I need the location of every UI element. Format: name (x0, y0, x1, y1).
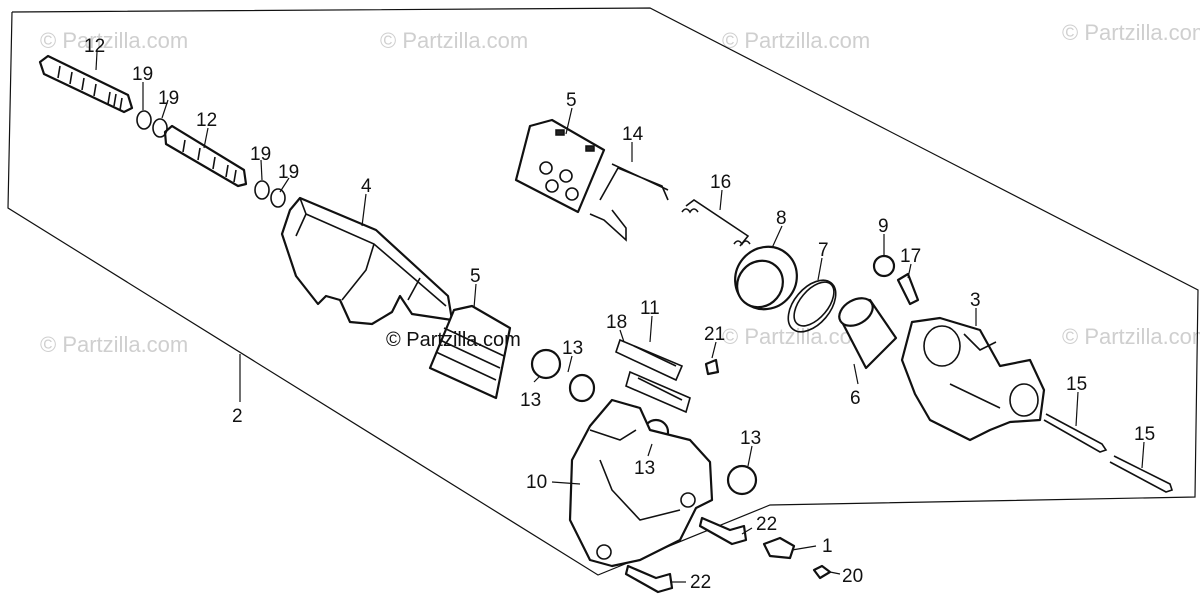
watermark-1: © Partzilla.com (40, 28, 188, 53)
label-19-c: 19 (250, 144, 271, 165)
shims-18-11 (615, 338, 691, 414)
watermark-5: © Partzilla.com (40, 332, 188, 357)
label-15-a: 15 (1066, 374, 1087, 395)
pad-5-lower (428, 304, 512, 400)
label-12-lower: 12 (196, 110, 217, 131)
watermark-7: © Partzilla.com (1062, 324, 1200, 349)
piston-6 (838, 297, 898, 370)
assembly-outline (7, 7, 1199, 576)
part-labels: 12 19 19 12 19 19 4 5 14 16 8 7 9 17 3 1… (84, 36, 1155, 593)
leader-lines (95, 51, 1145, 583)
screw-20 (812, 564, 832, 580)
o-rings-19 (136, 110, 286, 208)
label-21: 21 (704, 324, 725, 345)
label-4: 4 (361, 176, 372, 197)
watermark-3: © Partzilla.com (722, 28, 870, 53)
label-13-b: 13 (520, 390, 541, 411)
label-11: 11 (640, 298, 660, 319)
label-15-b: 15 (1134, 424, 1155, 445)
label-8: 8 (776, 208, 787, 229)
label-2: 2 (232, 406, 243, 427)
bracket-10 (568, 398, 714, 568)
pad-cover-4 (280, 196, 454, 326)
label-22-a: 22 (756, 514, 777, 535)
label-7: 7 (818, 240, 829, 261)
pad-spring-14 (589, 163, 669, 242)
watermark-2: © Partzilla.com (380, 28, 528, 53)
label-9: 9 (878, 216, 889, 237)
pins-15 (1043, 413, 1174, 493)
caliper-body-3 (900, 316, 1046, 442)
pin-21 (704, 358, 720, 376)
bolts-22 (624, 516, 748, 594)
label-6: 6 (850, 388, 861, 409)
label-1: 1 (822, 536, 833, 557)
pin-12-upper (38, 54, 134, 114)
bleeder-17 (896, 272, 920, 306)
watermarks: © Partzilla.com © Partzilla.com © Partzi… (40, 20, 1200, 357)
label-19-b: 19 (158, 88, 179, 109)
label-12-upper: 12 (84, 36, 105, 57)
label-13-a: 13 (562, 338, 583, 359)
watermark-center: © Partzilla.com (386, 329, 521, 351)
label-10: 10 (526, 472, 547, 493)
label-13-d: 13 (740, 428, 761, 449)
bracket-1 (762, 536, 796, 560)
spring-16 (681, 199, 751, 247)
label-14: 14 (622, 124, 644, 145)
label-22-b: 22 (690, 572, 711, 593)
label-13-c: 13 (634, 458, 655, 479)
pad-5-upper (514, 118, 606, 214)
label-5-upper: 5 (566, 90, 577, 111)
label-20: 20 (842, 566, 863, 587)
pin-12-lower (163, 124, 248, 188)
label-16: 16 (710, 172, 731, 193)
watermark-4: © Partzilla.com (1062, 20, 1200, 45)
label-19-a: 19 (132, 64, 153, 85)
label-19-d: 19 (278, 162, 299, 183)
seal-8 (734, 245, 798, 311)
label-3: 3 (970, 290, 981, 311)
label-17: 17 (900, 246, 921, 267)
cap-9 (872, 254, 896, 278)
label-5-lower: 5 (470, 266, 481, 287)
label-18: 18 (606, 312, 627, 333)
ring-7 (787, 279, 837, 333)
